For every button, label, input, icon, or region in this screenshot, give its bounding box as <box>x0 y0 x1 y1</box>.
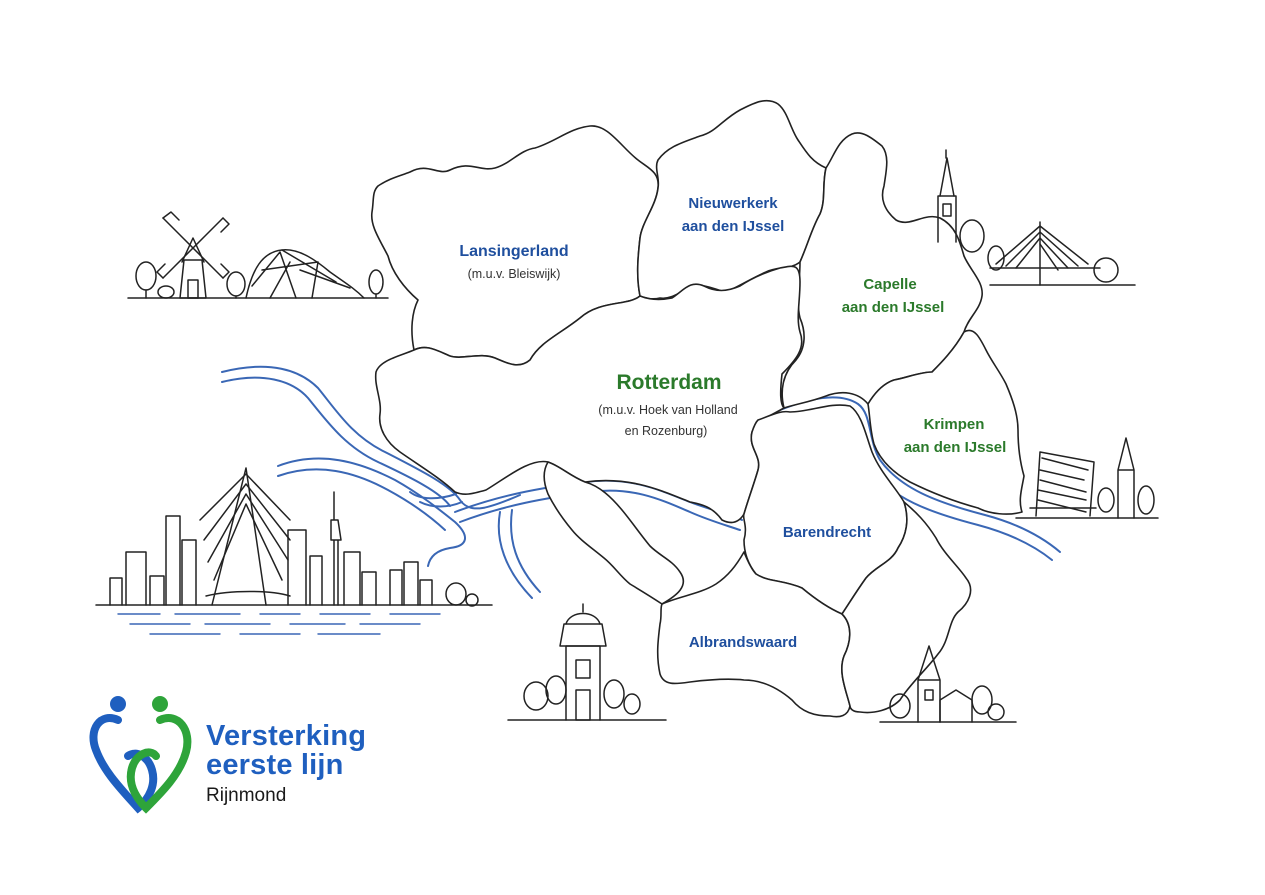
pavilion-icon <box>245 249 365 299</box>
erasmus-bridge-skyline-icon <box>95 467 493 607</box>
region-rotterdam[interactable] <box>374 265 803 524</box>
label-lansingerland: Lansingerland <box>459 243 568 260</box>
lift-bridge-icon <box>1015 437 1159 519</box>
label-krimpen-2: aan den IJssel <box>904 439 1007 456</box>
region-krimpen[interactable] <box>867 329 1025 515</box>
village-church-icon <box>879 645 1017 723</box>
label-nieuwerkerk-1: Nieuwerkerk <box>688 195 778 212</box>
regions <box>370 99 1025 718</box>
water-lines <box>117 613 441 635</box>
label-nieuwerkerk-2: aan den IJssel <box>682 218 785 235</box>
region-labels: Lansingerland (m.u.v. Bleiswijk) Nieuwer… <box>459 195 1006 651</box>
label-capelle-2: aan den IJssel <box>842 299 945 316</box>
region-east-unlabeled[interactable] <box>841 501 972 714</box>
windmill-icon <box>127 211 389 299</box>
river-lower <box>277 457 466 567</box>
logo-head-blue <box>110 696 126 712</box>
logo-heart-icon <box>89 696 192 814</box>
region-southwest-piece[interactable] <box>543 461 685 605</box>
cable-bridge-icon <box>959 219 1136 286</box>
label-rotterdam-note-1: (m.u.v. Hoek van Holland <box>598 403 737 417</box>
logo-line-2: eerste lijn <box>206 749 344 781</box>
logo-line-1: Versterking <box>206 720 367 752</box>
water-tower-icon <box>507 603 667 721</box>
logo-head-green <box>152 696 168 712</box>
church-tower-icon <box>937 149 957 243</box>
logo-line-3: Rijnmond <box>206 785 287 806</box>
label-lansingerland-note: (m.u.v. Bleiswijk) <box>468 267 561 281</box>
logo-text: Versterking eerste lijn Rijnmond <box>206 720 367 806</box>
label-rotterdam: Rotterdam <box>616 371 721 394</box>
label-barendrecht: Barendrecht <box>783 524 871 541</box>
label-capelle-1: Capelle <box>863 276 916 293</box>
label-albrandswaard: Albrandswaard <box>689 634 797 651</box>
trees-top-left <box>135 261 384 299</box>
label-rotterdam-note-2: en Rozenburg) <box>625 424 708 438</box>
label-krimpen-1: Krimpen <box>924 416 985 433</box>
